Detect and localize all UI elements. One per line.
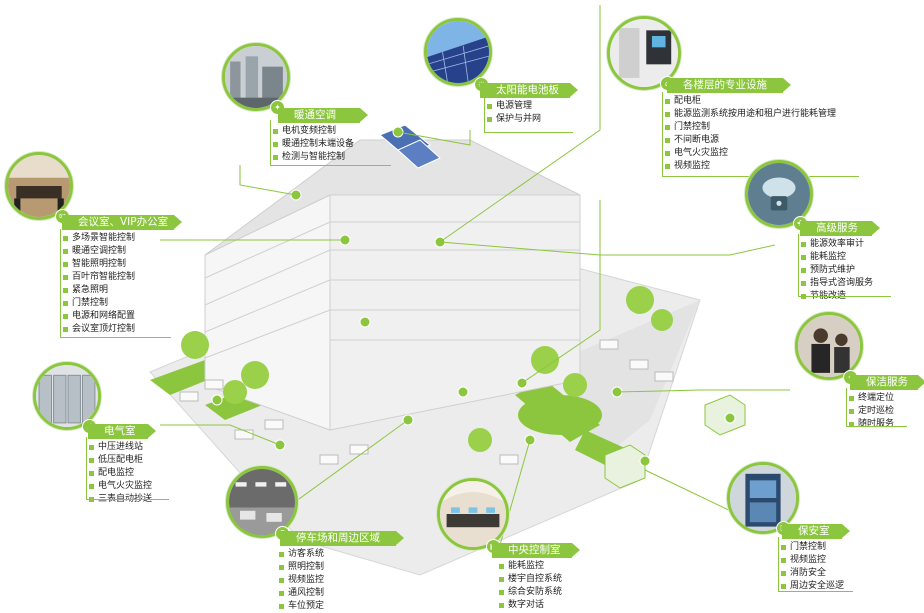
list-item: 检测与智能控制 [272, 151, 354, 164]
list-item: 电机变频控制 [272, 125, 354, 138]
list-item: 智能照明控制 [62, 258, 135, 271]
list-item: 照明控制 [278, 561, 324, 574]
list-item: 暖通控制末端设备 [272, 138, 354, 151]
solar-bracket [484, 96, 573, 133]
list-item: 不间断电源 [664, 134, 836, 147]
list-item: 电源和网络配置 [62, 310, 135, 323]
meeting-title: 会议室、VIP办公室 [62, 215, 182, 230]
list-item: 门禁控制 [62, 297, 135, 310]
list-item: 终端定位 [848, 392, 894, 405]
list-item: 中压进线站 [88, 441, 152, 454]
advanced-bracket [798, 234, 891, 297]
floor-item-list: 配电柜 能源监测系统按用途和租户进行能耗管理 门禁控制 不间断电源 电气火灾监控… [664, 95, 836, 173]
cleaning-staff-photo-icon [795, 312, 863, 380]
list-item: 指导式咨询服务 [800, 277, 873, 290]
floor-facility-photo-icon [607, 16, 681, 90]
security-item-list: 门禁控制 视频监控 消防安全 周边安全巡逻 [780, 541, 844, 593]
list-item: 电气火灾监控 [88, 480, 152, 493]
list-item: 视频监控 [278, 574, 324, 587]
list-item: 会议室顶灯控制 [62, 323, 135, 336]
electrical-bracket [86, 437, 169, 500]
security-title: 保安室 [782, 524, 850, 539]
electrical-title: 电气室 [88, 424, 156, 439]
list-item: 配电监控 [88, 467, 152, 480]
list-item: 能源监测系统按用途和租户进行能耗管理 [664, 108, 836, 121]
security-bracket [778, 537, 853, 592]
list-item: 保护与并网 [486, 113, 541, 126]
parking-garage-photo-icon [226, 466, 298, 538]
list-item: 配电柜 [664, 95, 836, 108]
solar-panel-photo-icon [424, 18, 492, 86]
control-room-photo-icon [437, 478, 509, 550]
list-item: 周边安全巡逻 [780, 580, 844, 593]
list-item: 综合安防系统 [498, 586, 562, 599]
hvac-title: 暖通空调 [278, 108, 368, 123]
cleaning-item-list: 终端定位 定时巡检 随时服务 [848, 392, 894, 431]
list-item: 预防式维护 [800, 264, 873, 277]
switchgear-photo-icon [33, 362, 101, 430]
list-item: 能源效率审计 [800, 238, 873, 251]
list-item: 紧急照明 [62, 284, 135, 297]
list-item: 楼宇自控系统 [498, 573, 562, 586]
list-item: 门禁控制 [780, 541, 844, 554]
advanced-title: 高级服务 [800, 221, 880, 236]
parking-title: 停车场和周边区域 [280, 531, 404, 546]
floor-title: 各楼层的专业设施 [667, 78, 791, 93]
entrance-house [604, 444, 646, 489]
solar-item-list: 电源管理 保护与并网 [486, 100, 541, 126]
lawn-right [518, 395, 602, 435]
list-item: 暖通空调控制 [62, 245, 135, 258]
meeting-room-photo-icon [5, 152, 73, 220]
trees [181, 286, 673, 452]
list-item: 随时服务 [848, 418, 894, 431]
list-item: 车位预定 [278, 600, 324, 613]
hvac-room-photo-icon [222, 43, 290, 111]
list-item: 电源管理 [486, 100, 541, 113]
parking-item-list: 访客系统 照明控制 视频监控 通风控制 车位预定 [278, 548, 324, 613]
hvac-bracket [270, 120, 391, 166]
list-item: 定时巡检 [848, 405, 894, 418]
list-item: 视频监控 [780, 554, 844, 567]
control-title: 中央控制室 [492, 543, 580, 558]
meeting-item-list: 多场景智能控制 暖通空调控制 智能照明控制 百叶帘智能控制 紧急照明 门禁控制 … [62, 232, 135, 336]
list-item: 低压配电柜 [88, 454, 152, 467]
hvac-item-list: 电机变频控制 暖通控制末端设备 检测与智能控制 [272, 125, 354, 164]
list-item: 视频监控 [664, 160, 836, 173]
control-item-list: 能耗监控 楼宇自控系统 综合安防系统 数字对话 [498, 560, 562, 612]
list-item: 百叶帘智能控制 [62, 271, 135, 284]
meeting-bracket [60, 229, 171, 338]
building-roof [204, 139, 581, 256]
gate-house [704, 394, 746, 436]
list-item: 访客系统 [278, 548, 324, 561]
list-item: 能耗监控 [498, 560, 562, 573]
cleaning-title: 保洁服务 [850, 375, 924, 390]
list-item: 通风控制 [278, 587, 324, 600]
list-item: 数字对话 [498, 599, 562, 612]
cleaning-bracket [846, 388, 907, 427]
list-item: 能耗监控 [800, 251, 873, 264]
list-item: 电气火灾监控 [664, 147, 836, 160]
list-item: 消防安全 [780, 567, 844, 580]
solar-title: 太阳能电池板 [480, 83, 578, 98]
list-item: 多场景智能控制 [62, 232, 135, 245]
list-item: 门禁控制 [664, 121, 836, 134]
